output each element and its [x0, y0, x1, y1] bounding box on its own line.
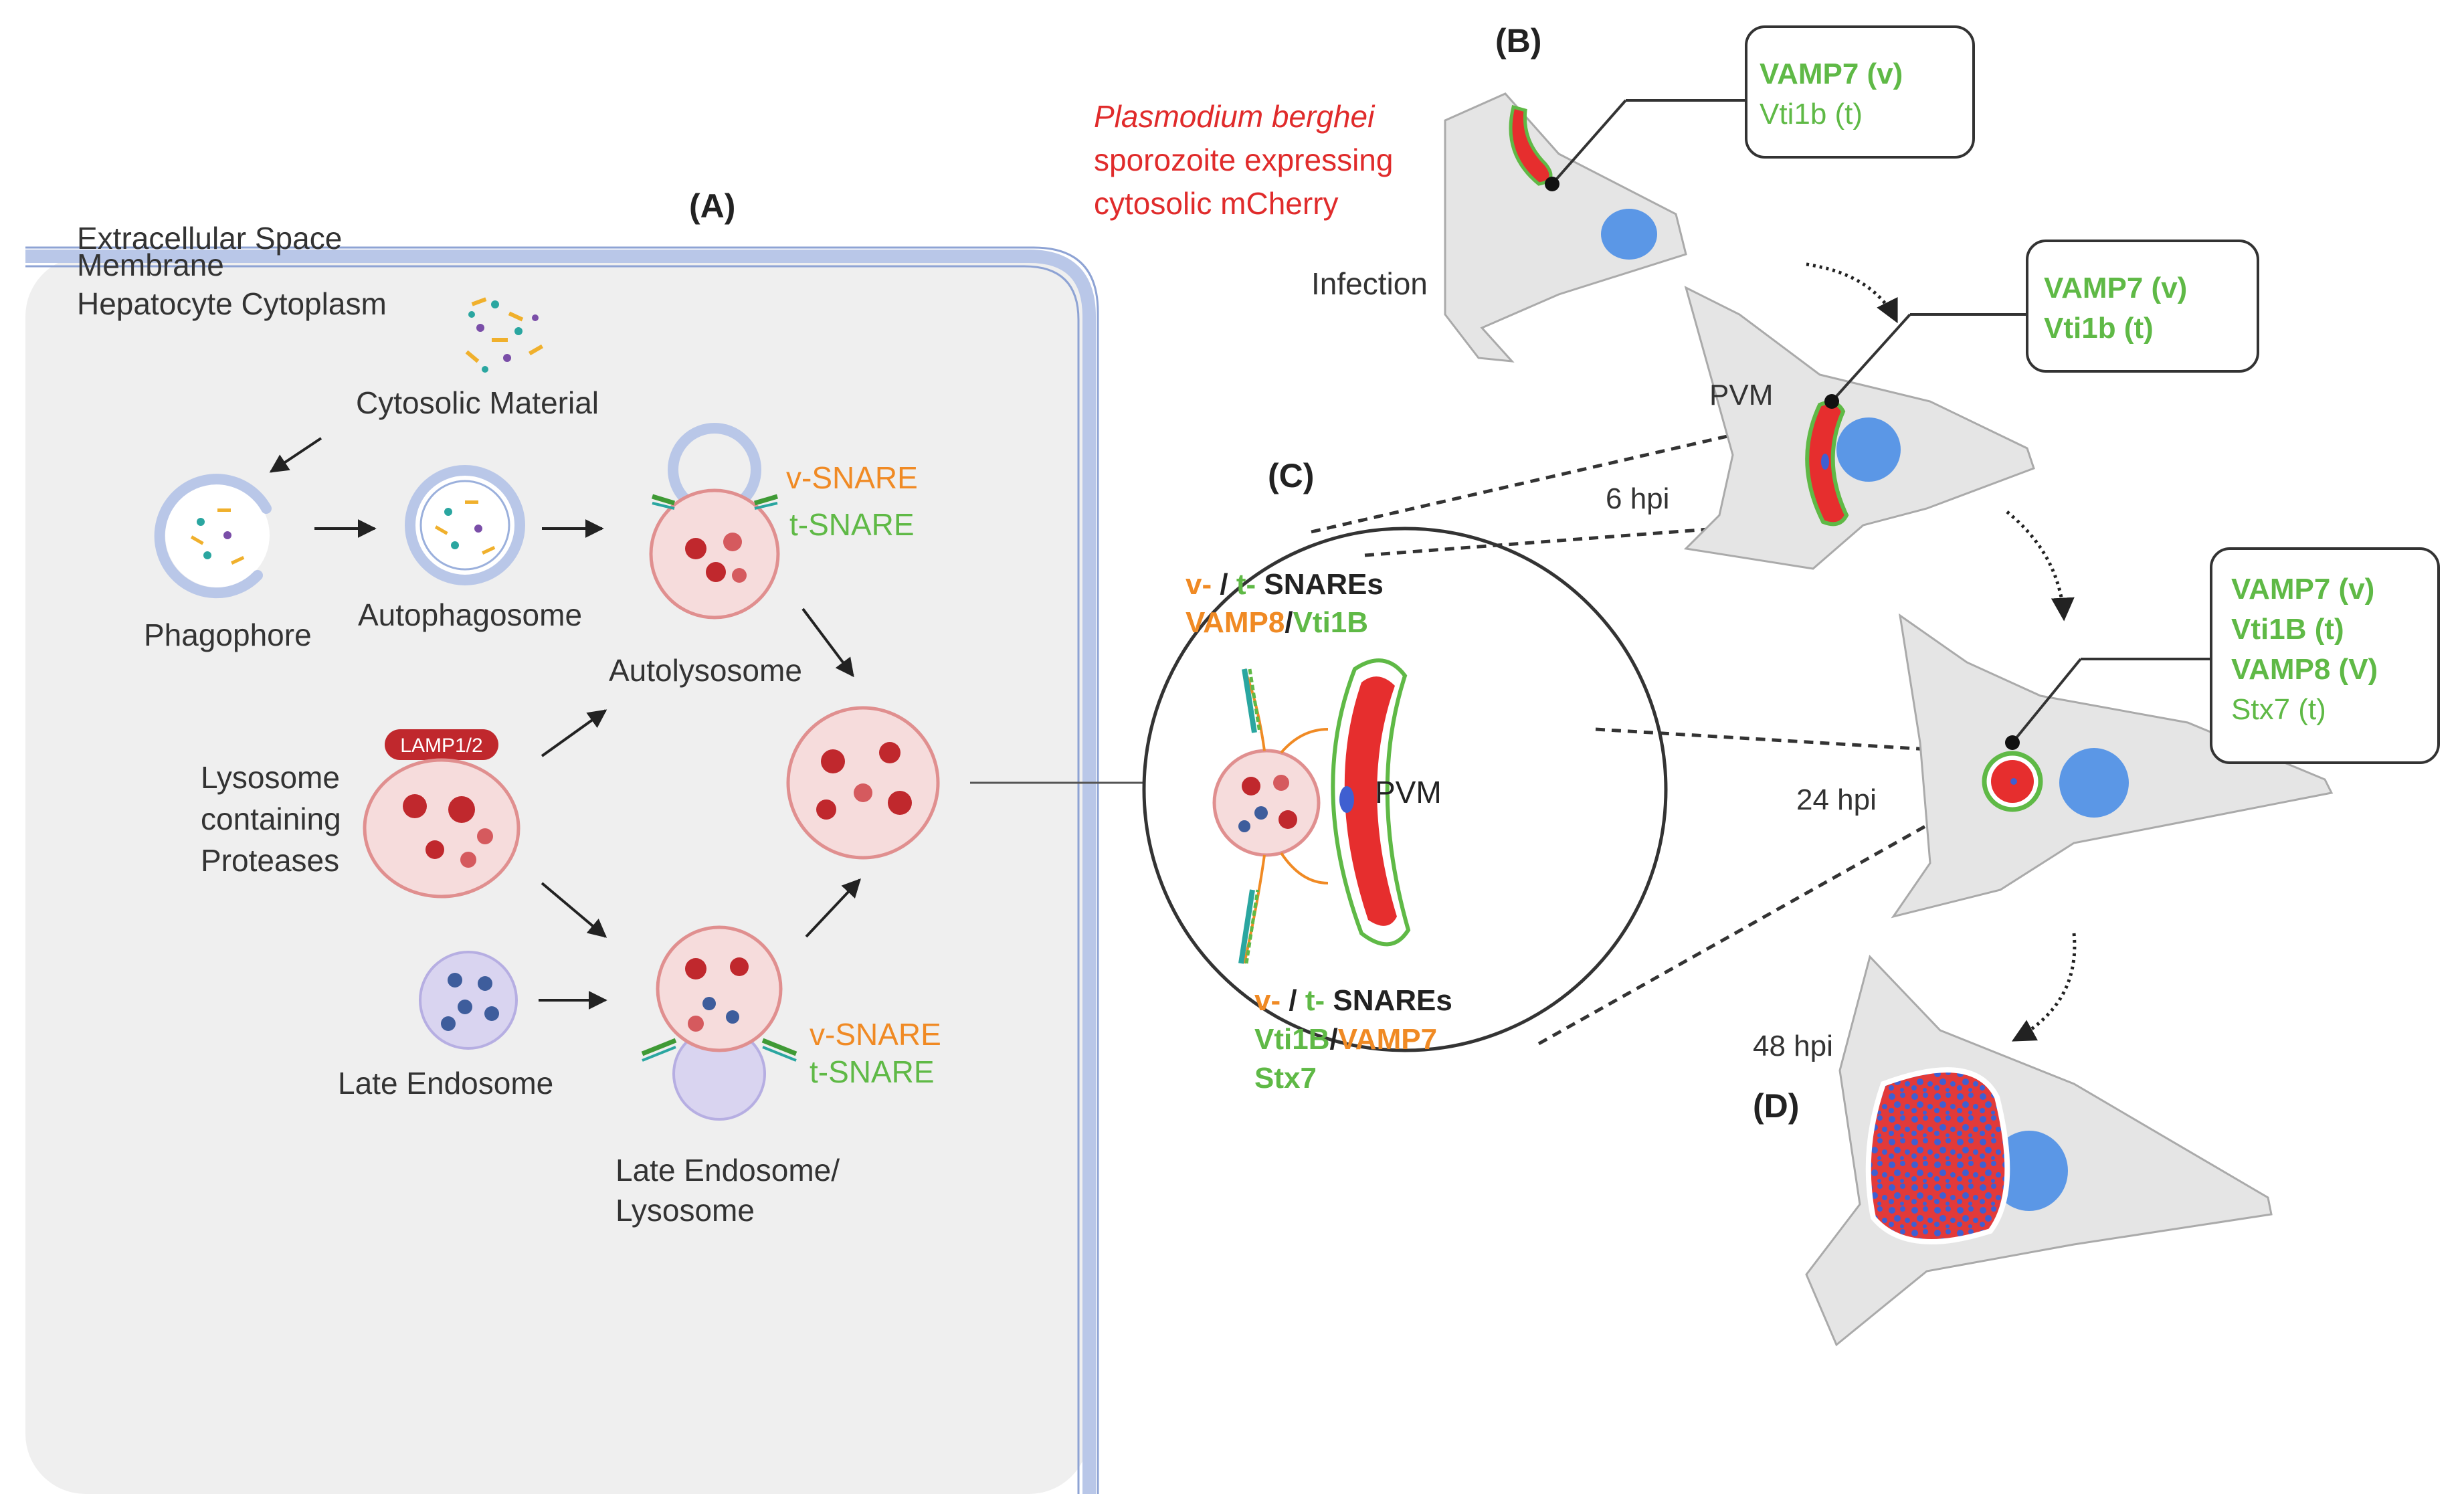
- label-lysosome-1: Lysosome: [201, 760, 340, 795]
- cell-membrane-inner: [25, 265, 1080, 1494]
- label-24hpi: 24 hpi: [1796, 783, 1877, 816]
- label-t-snare-bottom: t-SNARE: [810, 1054, 935, 1089]
- label-v-snare-bottom: v-SNARE: [810, 1017, 941, 1052]
- arrow-6hpi-to-24hpi: [2006, 510, 2075, 622]
- panel-label-d: (D): [1753, 1087, 1799, 1125]
- label-lysosome-2: containing: [201, 802, 341, 836]
- label-cytosolic-material: Cytosolic Material: [356, 385, 599, 420]
- autolysosome-fusion-icon: [649, 423, 780, 620]
- snare-header-top: v- / t- SNAREs: [1186, 568, 1384, 601]
- legend-membrane: Membrane: [77, 248, 224, 282]
- label-lamp: LAMP1/2: [400, 735, 482, 757]
- autolysosome-merged-icon: [786, 706, 940, 860]
- bottom-stx7: Stx7: [1254, 1062, 1317, 1095]
- callout2-line1: VAMP7 (v): [2044, 272, 2187, 304]
- panel-label-a: (A): [689, 187, 735, 225]
- label-infection: Infection: [1311, 266, 1428, 301]
- bottom-pair-sep: /: [1329, 1023, 1337, 1056]
- cell-membrane-outer-line: [25, 246, 1099, 1494]
- zoom-parasite: [1331, 658, 1411, 947]
- hepatocyte-6hpi: [1683, 286, 2035, 570]
- late-endosome-lysosome-icon: [641, 925, 797, 1121]
- top-slash: /: [1212, 568, 1236, 601]
- hepatocyte-infection: [1444, 92, 1687, 363]
- callout1-line2: Vti1b (t): [1760, 98, 1863, 130]
- snare-header-bottom: v- / t- SNAREs: [1254, 984, 1452, 1017]
- bottom-slash: /: [1281, 984, 1305, 1017]
- legend-cytoplasm: Hepatocyte Cytoplasm: [77, 286, 387, 321]
- cell-membrane-outer: [25, 250, 1096, 1494]
- panel-label-c: (C): [1268, 457, 1314, 494]
- top-vti1b: Vti1B: [1293, 606, 1368, 639]
- cytosolic-material-icon: [465, 297, 544, 373]
- zoom-pvm-label: PVM: [1375, 775, 1442, 810]
- zoom-snare-complex-top: [1242, 668, 1329, 754]
- callout3-line3: VAMP8 (V): [2231, 653, 2378, 686]
- legend-extracellular: Extracellular Space: [77, 221, 342, 256]
- sporozoite-label-1: Plasmodium berghei: [1094, 99, 1376, 134]
- zoom-lysosome: [1212, 749, 1321, 857]
- hepatocyte-cytoplasm: [25, 256, 1089, 1494]
- callout3-box: [2210, 547, 2440, 764]
- snare-pair-bottom: Vti1B/VAMP7: [1254, 1023, 1437, 1056]
- hepatocyte-24hpi: [1891, 613, 2334, 919]
- label-late-endo-lyso-1: Late Endosome/: [615, 1153, 840, 1188]
- top-v-label: v-: [1186, 568, 1212, 601]
- callout2-line2: Vti1b (t): [2044, 312, 2154, 345]
- callout2-leader: [1830, 313, 1911, 403]
- callout3-leader: [2011, 658, 2082, 744]
- callout2-box: [2026, 240, 2259, 373]
- label-v-snare-top: v-SNARE: [786, 460, 918, 495]
- label-48hpi: 48 hpi: [1753, 1030, 1833, 1062]
- label-phagophore: Phagophore: [144, 618, 312, 652]
- callout2-dot: [1824, 394, 1839, 409]
- lysosome-icon: [363, 758, 520, 899]
- sporozoite-label-3: cytosolic mCherry: [1094, 186, 1339, 221]
- bottom-vamp7: VAMP7: [1338, 1023, 1437, 1056]
- callout1-dot: [1545, 177, 1559, 191]
- top-pair-sep: /: [1285, 606, 1293, 639]
- callout3-line1: VAMP7 (v): [2231, 573, 2374, 605]
- panel-b: (B) Plasmodium berghei sporozoite expres…: [1094, 22, 2440, 1347]
- callout1-box: [1745, 25, 1975, 159]
- label-6hpi: 6 hpi: [1606, 482, 1669, 515]
- bottom-snares-label: SNAREs: [1325, 984, 1452, 1017]
- bottom-t-label: t-: [1305, 984, 1325, 1017]
- label-t-snare-top: t-SNARE: [789, 507, 915, 542]
- label-late-endo-lyso-2: Lysosome: [615, 1193, 755, 1228]
- top-vamp8: VAMP8: [1186, 606, 1285, 639]
- label-late-endosome: Late Endosome: [338, 1066, 553, 1101]
- pathway-arrows: [269, 437, 861, 1010]
- callout1-leader: [1551, 99, 1627, 185]
- zoom-circle: [1142, 527, 1668, 1052]
- phagophore-icon: [154, 474, 272, 599]
- late-endosome-icon: [419, 951, 518, 1050]
- top-snares-label: SNAREs: [1256, 568, 1384, 601]
- bottom-vti1b: Vti1B: [1254, 1023, 1329, 1056]
- callout3-line4: Stx7 (t): [2231, 693, 2326, 726]
- callout3-line2: Vti1B (t): [2231, 613, 2344, 646]
- autophagosome-icon: [405, 465, 525, 585]
- callout3-dot: [2005, 735, 2020, 750]
- label-autolysosome: Autolysosome: [609, 653, 802, 688]
- arrow-infection-to-6hpi: [1806, 262, 1899, 324]
- hepatocyte-48hpi: [1805, 955, 2273, 1347]
- label-autophagosome: Autophagosome: [358, 597, 582, 632]
- callout1-line1: VAMP7 (v): [1760, 58, 1903, 90]
- zoom-snare-complex-bottom: [1238, 852, 1329, 964]
- panel-c: (C) v- / t- SNAREs VAMP8/Vti1B: [1142, 411, 1984, 1095]
- label-lysosome-3: Proteases: [201, 843, 339, 878]
- bottom-v-label: v-: [1254, 984, 1281, 1017]
- lamp-badge: [385, 729, 498, 760]
- panel-a: (A) Extracellular Space Membrane Hepatoc…: [25, 187, 1176, 1494]
- panel-label-b: (B): [1495, 22, 1541, 60]
- top-t-label: t-: [1236, 568, 1256, 601]
- snare-pair-top: VAMP8/Vti1B: [1186, 606, 1368, 639]
- arrow-24hpi-to-48hpi: [2011, 933, 2077, 1042]
- label-pvm: PVM: [1709, 379, 1773, 411]
- sporozoite-label-2: sporozoite expressing: [1094, 143, 1393, 177]
